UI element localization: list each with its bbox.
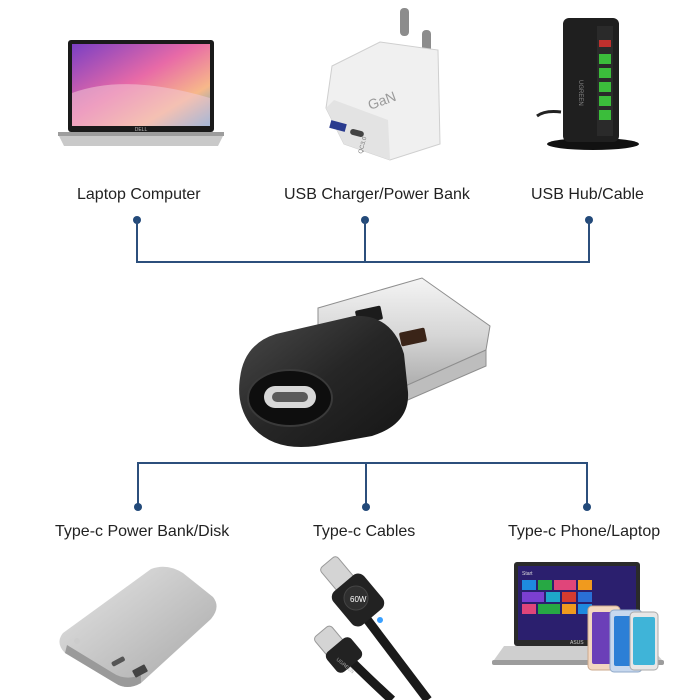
laptop-computer-image: DELL bbox=[58, 40, 224, 146]
bottom-connector-dot-left bbox=[134, 503, 142, 511]
usb-charger-label: USB Charger/Power Bank bbox=[284, 186, 470, 203]
top-connector-horizontal bbox=[136, 261, 590, 263]
bottom-connector-horizontal bbox=[137, 462, 588, 464]
top-connector-right-vertical bbox=[588, 220, 590, 263]
typec-cable-image: 60W UGREEN bbox=[314, 556, 432, 700]
usb-to-typec-adapter-image bbox=[239, 277, 491, 448]
usb-hub-image: UGREEN bbox=[536, 18, 639, 150]
bottom-connector-dot-middle bbox=[362, 503, 370, 511]
bottom-connector-left-vertical bbox=[137, 462, 139, 506]
bottom-connector-dot-right bbox=[583, 503, 591, 511]
laptop2-brand-text: ASUS bbox=[570, 640, 584, 646]
power-bank-image bbox=[59, 566, 217, 687]
typec-phone-laptop-label: Type-c Phone/Laptop bbox=[508, 523, 661, 540]
typec-cables-label: Type-c Cables bbox=[313, 523, 416, 540]
cable-wattage-text: 60W bbox=[350, 595, 367, 604]
typec-powerbank-label: Type-c Power Bank/Disk bbox=[55, 523, 230, 540]
usb-hub-label: USB Hub/Cable bbox=[531, 186, 644, 203]
laptop-brand-text: DELL bbox=[135, 127, 148, 133]
top-connector-left-vertical bbox=[136, 220, 138, 263]
charger-port-label: QC3.0 bbox=[358, 136, 368, 155]
bottom-connector-middle-vertical bbox=[365, 462, 367, 506]
typec-laptop-phone-image: Start ASUS bbox=[492, 562, 664, 673]
top-connector-middle-vertical bbox=[364, 220, 366, 263]
laptop-computer-label: Laptop Computer bbox=[77, 186, 201, 203]
bottom-connector-right-vertical bbox=[586, 462, 588, 506]
hub-brand-text: UGREEN bbox=[577, 80, 583, 106]
usb-charger-image: GaN QC3.0 bbox=[325, 8, 441, 161]
laptop2-start-text: Start bbox=[522, 571, 533, 577]
